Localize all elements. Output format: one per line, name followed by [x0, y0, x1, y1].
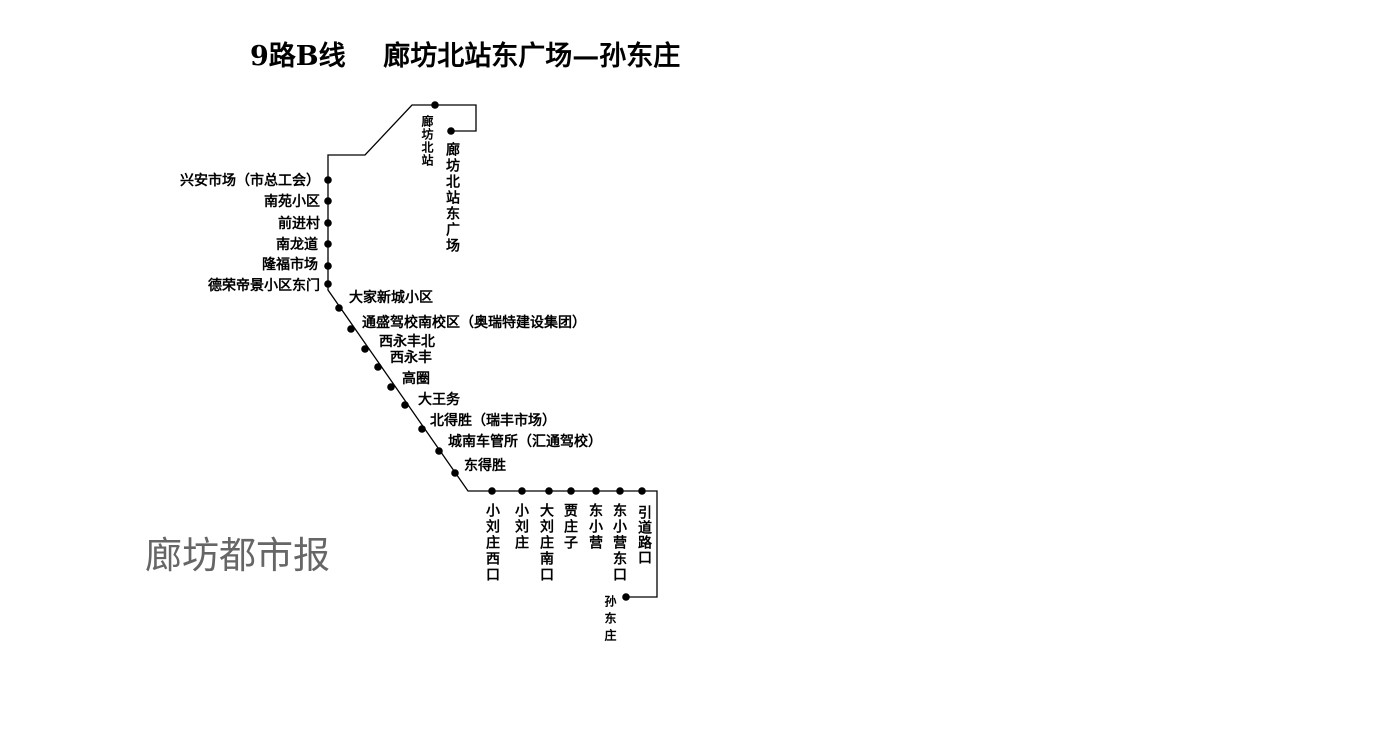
route-title: 9路B线 廊坊北站东广场—孙东庄 — [250, 41, 681, 72]
stop-dot — [324, 280, 332, 288]
stop-dot — [435, 447, 443, 455]
stop-label: 高圈 — [402, 370, 430, 387]
stop-dot — [488, 487, 496, 495]
stop-label: 廊坊北站 — [420, 115, 434, 167]
stop-label: 孙东庄 — [603, 595, 617, 646]
stop-label: 西永丰 — [390, 349, 432, 366]
stop-label: 贾庄子 — [562, 503, 578, 551]
stop-label: 兴安市场（市总工会） — [180, 172, 320, 189]
stop-dot — [335, 304, 343, 312]
stop-label: 东得胜 — [464, 457, 506, 474]
stop-dot — [324, 240, 332, 248]
stop-dot — [545, 487, 553, 495]
stop-dot — [447, 127, 455, 135]
stop-dot — [451, 469, 459, 477]
stop-label: 北得胜（瑞丰市场） — [430, 412, 556, 429]
route-line — [327, 104, 658, 598]
stop-label: 南龙道 — [276, 236, 318, 253]
stop-label: 西永丰北 — [379, 333, 435, 350]
stop-label: 东小营东口 — [611, 503, 627, 583]
stop-label: 通盛驾校南校区（奥瑞特建设集团） — [362, 314, 586, 331]
stop-dot — [324, 262, 332, 270]
stop-dot — [418, 425, 426, 433]
stop-label: 德荣帝景小区东门 — [208, 277, 320, 294]
stop-label: 廊坊北站东广场 — [444, 142, 460, 254]
stop-dot — [638, 487, 646, 495]
stop-label: 南苑小区 — [264, 193, 320, 210]
stop-label: 东小营 — [587, 503, 603, 551]
stop-dot — [324, 219, 332, 227]
stop-dot — [374, 363, 382, 371]
stop-label: 大刘庄南口 — [538, 503, 554, 583]
stop-dot — [616, 487, 624, 495]
watermark-logo: 廊坊都市报 — [145, 534, 330, 577]
stop-label: 引道路口 — [636, 505, 652, 565]
stop-label: 隆福市场 — [262, 256, 318, 273]
stop-dot — [622, 593, 630, 601]
stop-label: 城南车管所（汇通驾校） — [448, 433, 602, 450]
stop-label: 大家新城小区 — [349, 289, 433, 306]
stop-label: 小刘庄 — [513, 503, 529, 551]
stop-dot — [567, 487, 575, 495]
stop-dot — [387, 383, 395, 391]
stop-dot — [518, 487, 526, 495]
stop-label: 前进村 — [278, 215, 320, 232]
stop-dot — [431, 101, 439, 109]
stop-dot — [347, 325, 355, 333]
stop-dot — [361, 345, 369, 353]
stop-label: 小刘庄西口 — [484, 503, 500, 583]
stop-dot — [324, 176, 332, 184]
stop-dot — [592, 487, 600, 495]
stop-dot — [324, 197, 332, 205]
stop-label: 大王务 — [418, 391, 461, 408]
stop-dot — [401, 401, 409, 409]
